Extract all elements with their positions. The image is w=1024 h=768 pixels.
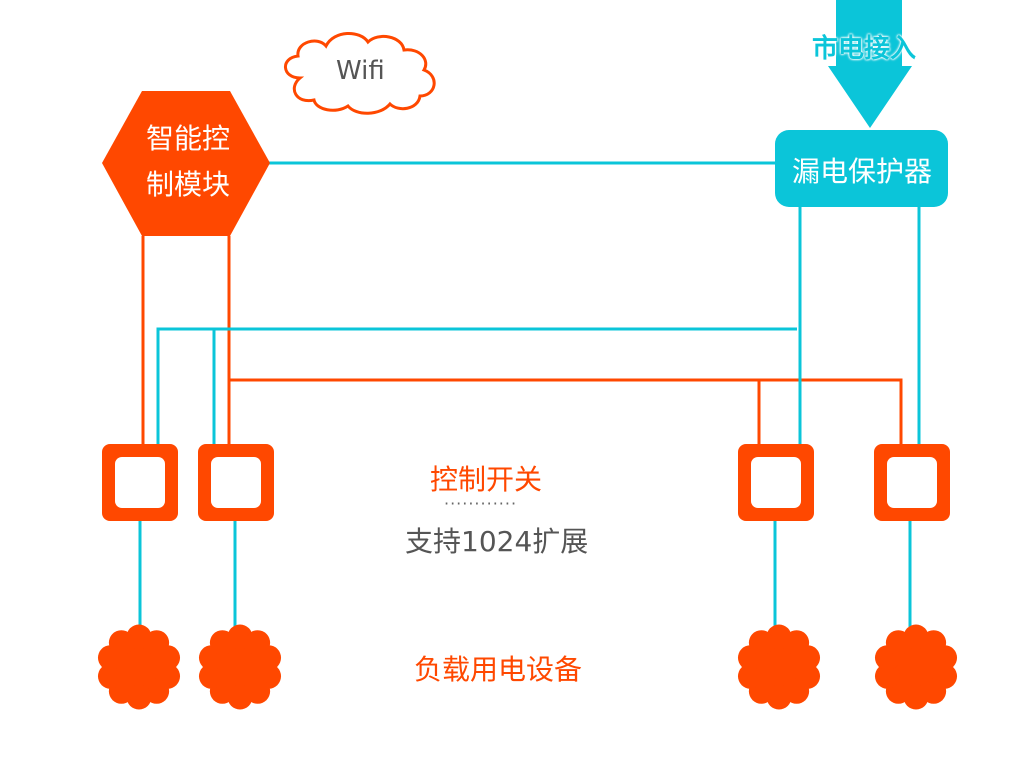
leakage-protector-label: 漏电保护器 [791, 155, 932, 188]
switch-inner [887, 457, 937, 508]
control-switch-3[interactable] [738, 444, 814, 521]
load-petal [932, 645, 958, 671]
mains-arrow-down-icon [828, 0, 912, 128]
control-module-label-line2: 制模块 [145, 168, 230, 201]
wifi-label: Wifi [336, 56, 385, 86]
wifi-cloud-icon [284, 32, 436, 115]
switch-title: 控制开关 [430, 463, 543, 496]
load-title: 负载用电设备 [414, 653, 583, 686]
control-switch-4[interactable] [874, 444, 950, 521]
control-module-label: 智能控 制模块 [118, 116, 258, 208]
wire-red-bus [229, 378, 903, 446]
load-device-3[interactable] [737, 624, 821, 710]
leakage-protector-box[interactable] [775, 130, 948, 207]
load-petal [108, 630, 134, 656]
load-petal [874, 663, 900, 689]
control-switch-1[interactable] [102, 444, 178, 521]
load-petal [748, 630, 774, 656]
control-switch-2[interactable] [198, 444, 274, 521]
load-device-2[interactable] [198, 624, 282, 710]
load-petal [97, 663, 123, 689]
switch-inner [115, 457, 165, 508]
switch-inner [211, 457, 261, 508]
load-petal [256, 645, 282, 671]
mains-input-label: 市电接入 [812, 34, 917, 64]
switch-dots: ············ [444, 494, 518, 513]
switch-inner [751, 457, 801, 508]
load-petal [737, 663, 763, 689]
load-petal [795, 645, 821, 671]
load-device-4[interactable] [874, 624, 958, 710]
load-petal [198, 663, 224, 689]
load-device-1[interactable] [97, 624, 181, 710]
control-module-hexagon[interactable] [102, 91, 270, 236]
switch-subtitle: 支持1024扩展 [405, 525, 589, 558]
load-petal [155, 645, 181, 671]
load-petal [885, 630, 911, 656]
load-petal [209, 630, 235, 656]
wire-cyan-bus [156, 327, 797, 446]
control-module-label-line1: 智能控 [145, 122, 230, 155]
